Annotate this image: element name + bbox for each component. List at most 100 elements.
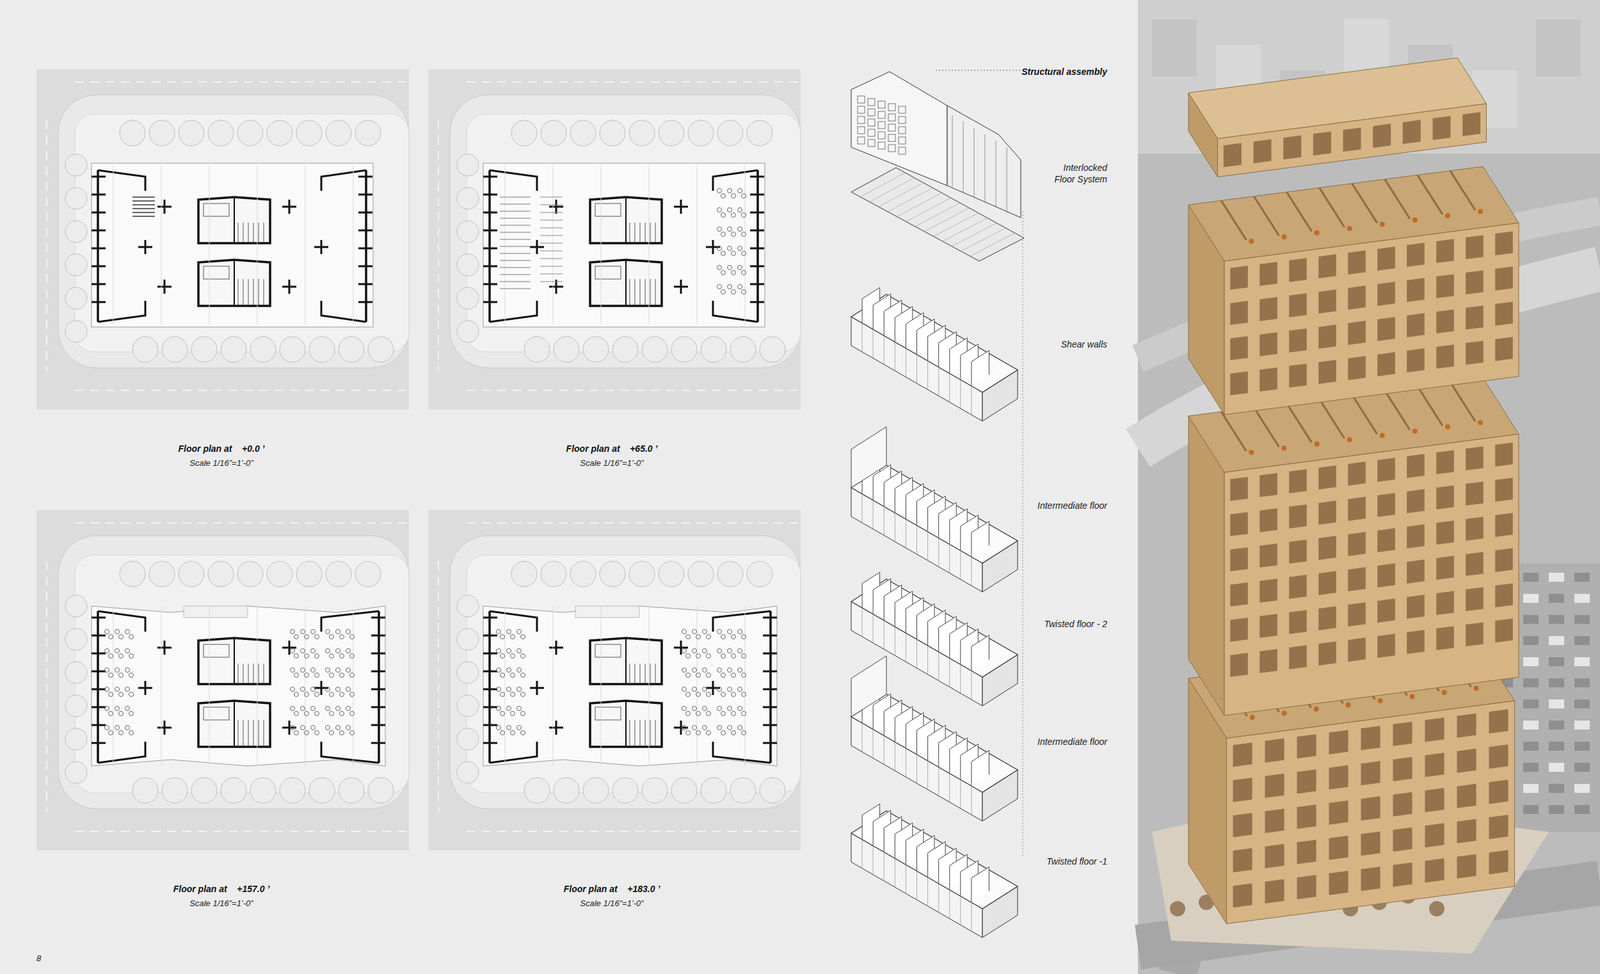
stair-tread	[132, 211, 155, 214]
chair-symbol	[336, 725, 341, 731]
grid-line	[305, 165, 306, 326]
chair-symbol	[692, 687, 697, 692]
chair-symbol	[119, 692, 124, 697]
joist-line	[960, 227, 1006, 251]
fin	[371, 706, 386, 709]
window-recess	[1495, 583, 1513, 608]
window-recess	[1288, 257, 1307, 283]
chair-symbol	[741, 711, 747, 717]
chair-symbol	[727, 188, 733, 194]
chair-symbol	[346, 629, 351, 635]
tree-symbol	[456, 320, 479, 343]
window-recess	[1377, 457, 1396, 482]
layer-label: Intermediate floor	[1037, 736, 1108, 749]
fin	[750, 193, 765, 196]
scale-note: Scale 1/16”=1’-0”	[579, 898, 644, 909]
stair-tread	[645, 222, 646, 242]
stair-tread	[263, 720, 265, 746]
car	[1548, 784, 1565, 793]
tree-symbol	[599, 561, 626, 587]
chair-symbol	[702, 629, 708, 635]
tree-symbol	[570, 561, 596, 587]
lift-symbol	[595, 707, 621, 720]
seating-row	[499, 288, 531, 290]
stair-tread	[253, 222, 255, 242]
grid-line	[353, 165, 354, 326]
tree-symbol	[368, 336, 394, 363]
fin	[358, 301, 373, 304]
window-recess	[1230, 617, 1248, 642]
tree-symbol	[700, 777, 727, 804]
chair-symbol	[696, 730, 701, 736]
stair-tread	[253, 720, 255, 746]
fin	[750, 176, 765, 178]
wall	[321, 611, 379, 632]
mullion	[952, 115, 953, 187]
fin-edge	[883, 736, 885, 765]
chair-symbol	[706, 634, 712, 640]
stair-tread	[258, 222, 260, 242]
window-recess	[1406, 242, 1425, 267]
chair-symbol	[108, 692, 114, 697]
window-recess	[1361, 760, 1381, 786]
stair-tread	[645, 720, 646, 746]
tree-symbol	[456, 154, 479, 176]
chair-symbol	[706, 711, 712, 717]
window-recess	[1406, 312, 1425, 338]
window-recess	[1259, 332, 1278, 357]
window-recess	[1313, 131, 1332, 156]
chair-symbol	[510, 673, 516, 678]
interior-wall	[1221, 200, 1247, 240]
plan-caption: Floor plan at +157.0 ’	[173, 883, 271, 896]
tree-symbol	[456, 254, 479, 276]
window-grid	[857, 106, 865, 114]
seating-row	[499, 253, 531, 255]
column-cross	[320, 680, 323, 696]
slab-face	[851, 716, 983, 822]
chair-symbol	[125, 706, 130, 712]
joist-line	[887, 187, 933, 212]
stair-tread	[248, 279, 249, 305]
chair-symbol	[104, 706, 110, 712]
wall	[97, 741, 146, 763]
window-recess	[1318, 359, 1337, 384]
column-cross	[536, 240, 539, 255]
stair-tread	[248, 222, 249, 242]
chair-symbol	[300, 725, 306, 731]
chair-symbol	[717, 687, 722, 692]
fin-edge	[862, 723, 863, 752]
stair-tread	[253, 663, 255, 683]
chair-symbol	[300, 668, 306, 673]
window-grid	[898, 106, 906, 114]
mullion	[995, 140, 997, 208]
window-recess	[1233, 812, 1253, 838]
fin	[750, 265, 765, 268]
fin	[762, 670, 777, 673]
furniture-dot	[1445, 424, 1451, 430]
fin-edge	[916, 871, 918, 900]
city-building	[1152, 19, 1197, 77]
chair-symbol	[727, 687, 733, 692]
core-wall	[233, 638, 235, 685]
stair-tread	[645, 663, 646, 683]
slab-top	[851, 810, 1018, 909]
chair-symbol	[721, 711, 726, 717]
chair-symbol	[350, 730, 355, 736]
column-cross	[555, 640, 558, 655]
stair-tread	[243, 720, 244, 746]
chair-symbol	[731, 673, 736, 678]
tree-symbol	[65, 595, 88, 617]
lift-symbol	[595, 203, 621, 217]
chair-symbol	[339, 673, 345, 678]
car	[1574, 636, 1590, 646]
window-recess	[1361, 831, 1381, 856]
window-recess	[1425, 717, 1445, 742]
wall	[321, 170, 367, 191]
fin	[483, 211, 498, 214]
tree-symbol	[570, 120, 596, 146]
car	[1523, 657, 1539, 667]
grid-line	[600, 606, 602, 767]
chair-symbol	[702, 706, 708, 712]
window-recess	[1288, 574, 1307, 600]
chair-symbol	[702, 668, 708, 673]
